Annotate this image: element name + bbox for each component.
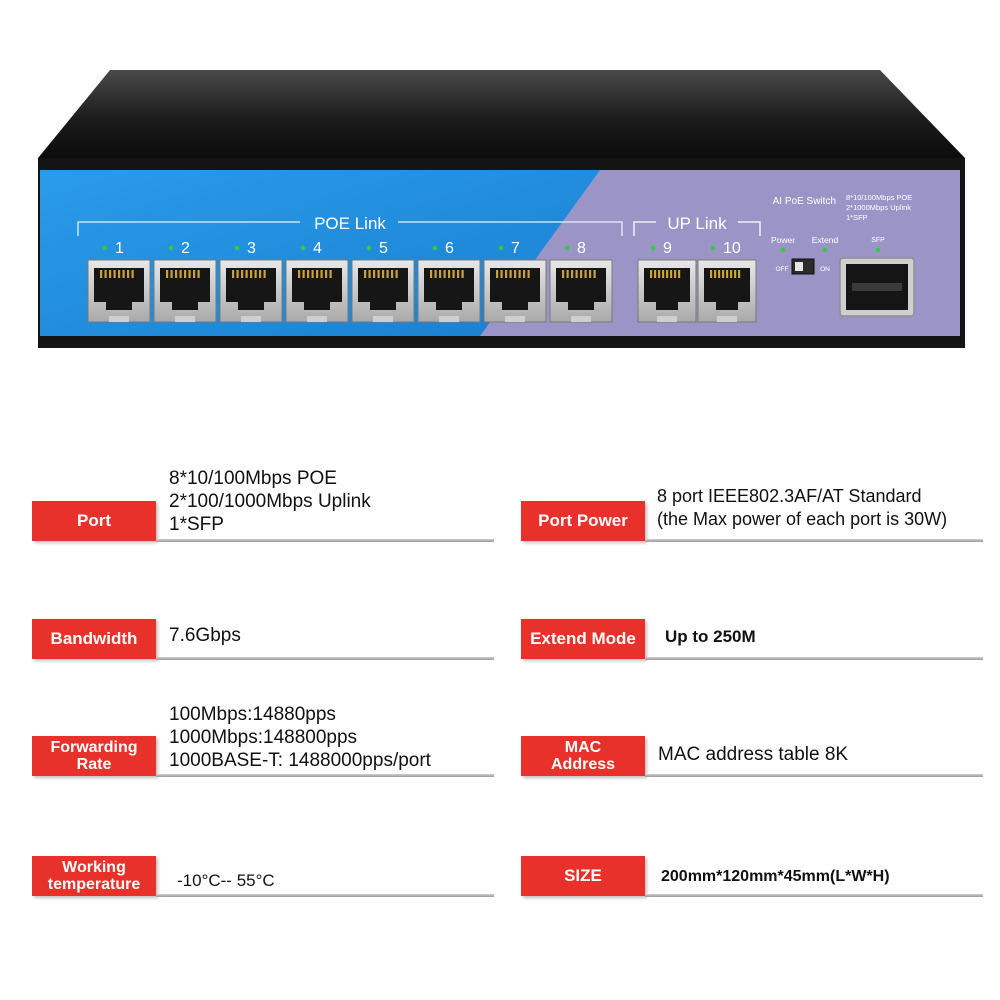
rj45-port[interactable] xyxy=(549,259,613,323)
spec-value-size: 200mm*120mm*45mm(L*W*H) xyxy=(661,868,890,885)
port-led xyxy=(432,245,438,251)
port-led xyxy=(102,245,108,251)
spec-value-mac-address: MAC address table 8K xyxy=(658,744,849,765)
rj45-port[interactable] xyxy=(697,259,757,323)
spec-value-port: 8*10/100Mbps POE 2*100/1000Mbps Uplink 1… xyxy=(169,468,371,535)
poe-switch-image: POE Link UP Link 1 2 3 4 5 6 7 8 9 10 AI PoE Swit… xyxy=(38,70,965,348)
spec-divider xyxy=(156,774,494,777)
spec-divider xyxy=(156,894,494,897)
extend-led xyxy=(822,247,828,253)
port-led xyxy=(234,245,240,251)
spec-line-2: 2*1000Mbps Uplink xyxy=(846,203,911,212)
spec-divider xyxy=(645,657,983,660)
spec-forwarding-rate: Forwarding Rate 100Mbps:14880pps 1000Mbp… xyxy=(32,704,497,785)
port-led xyxy=(564,245,570,251)
port-led xyxy=(168,245,174,251)
spec-value-bandwidth: 7.6Gbps xyxy=(169,625,241,646)
spec-value-port-power: 8 port IEEE802.3AF/AT Standard (the Max … xyxy=(657,486,948,529)
spec-size: SIZE 200mm*120mm*45mm(L*W*H) xyxy=(521,835,983,905)
spec-extend-mode: Extend Mode Up to 250M xyxy=(521,598,983,668)
port-number-label: 9 xyxy=(663,240,672,257)
rj45-port[interactable] xyxy=(219,259,283,323)
port-number-label: 8 xyxy=(577,240,586,257)
extend-label: Extend xyxy=(812,235,839,245)
sfp-label: SFP xyxy=(871,237,885,244)
rj45-port[interactable] xyxy=(483,259,547,323)
spec-value-extend-mode: Up to 250M xyxy=(665,627,756,646)
spec-line-1: 8*10/100Mbps POE xyxy=(846,193,912,202)
spec-divider xyxy=(156,539,494,542)
spec-label-bandwidth: Bandwidth xyxy=(32,619,156,659)
sfp-led xyxy=(875,247,881,253)
port-number-label: 5 xyxy=(379,240,388,257)
port-number-label: 3 xyxy=(247,240,256,257)
spec-label-forwarding-rate: Forwarding Rate xyxy=(32,736,156,776)
spec-mac-address: MAC Address MAC address table 8K xyxy=(521,715,983,785)
rj45-port[interactable] xyxy=(87,259,151,323)
spec-label-mac-address: MAC Address xyxy=(521,736,645,776)
on-label: ON xyxy=(820,266,830,273)
spec-label-size: SIZE xyxy=(521,856,645,896)
power-led xyxy=(780,247,786,253)
rj45-port[interactable] xyxy=(637,259,697,323)
uplink-label: UP Link xyxy=(667,214,727,233)
rj45-port[interactable] xyxy=(153,259,217,323)
spec-line-3: 1*SFP xyxy=(846,213,868,222)
spec-divider xyxy=(645,894,983,897)
port-led xyxy=(366,245,372,251)
rj45-port[interactable] xyxy=(351,259,415,323)
off-label: OFF xyxy=(776,266,789,273)
spec-label-working-temperature: Working temperature xyxy=(32,856,156,896)
spec-bandwidth: Bandwidth 7.6Gbps xyxy=(32,598,497,668)
spec-value-working-temperature: -10°C-- 55°C xyxy=(177,871,275,890)
port-led xyxy=(300,245,306,251)
port-led xyxy=(710,245,716,251)
spec-working-temperature: Working temperature -10°C-- 55°C xyxy=(32,835,497,905)
spec-port-power: Port Power 8 port IEEE802.3AF/AT Standar… xyxy=(521,480,983,550)
port-number-label: 6 xyxy=(445,240,454,257)
power-label: Power xyxy=(771,235,795,245)
spec-label-extend-mode: Extend Mode xyxy=(521,619,645,659)
port-number-label: 10 xyxy=(723,240,741,257)
spec-divider xyxy=(156,657,494,660)
spec-port: Port 8*10/100Mbps POE 2*100/1000Mbps Upl… xyxy=(32,468,497,550)
sfp-port[interactable] xyxy=(839,257,915,317)
rj45-port[interactable] xyxy=(417,259,481,323)
spec-value-forwarding-rate: 100Mbps:14880pps 1000Mbps:148800pps 1000… xyxy=(169,704,431,771)
port-number-label: 2 xyxy=(181,240,190,257)
spec-divider xyxy=(645,774,983,777)
model-text: AI PoE Switch xyxy=(773,196,836,207)
spec-label-port: Port xyxy=(32,501,156,541)
port-number-label: 4 xyxy=(313,240,322,257)
port-number-label: 7 xyxy=(511,240,520,257)
spec-label-port-power: Port Power xyxy=(521,501,645,541)
port-led xyxy=(650,245,656,251)
poe-link-label: POE Link xyxy=(314,214,386,233)
port-number-label: 1 xyxy=(115,240,124,257)
port-led xyxy=(498,245,504,251)
rj45-port[interactable] xyxy=(285,259,349,323)
spec-divider xyxy=(645,539,983,542)
extend-toggle-knob xyxy=(795,262,803,271)
